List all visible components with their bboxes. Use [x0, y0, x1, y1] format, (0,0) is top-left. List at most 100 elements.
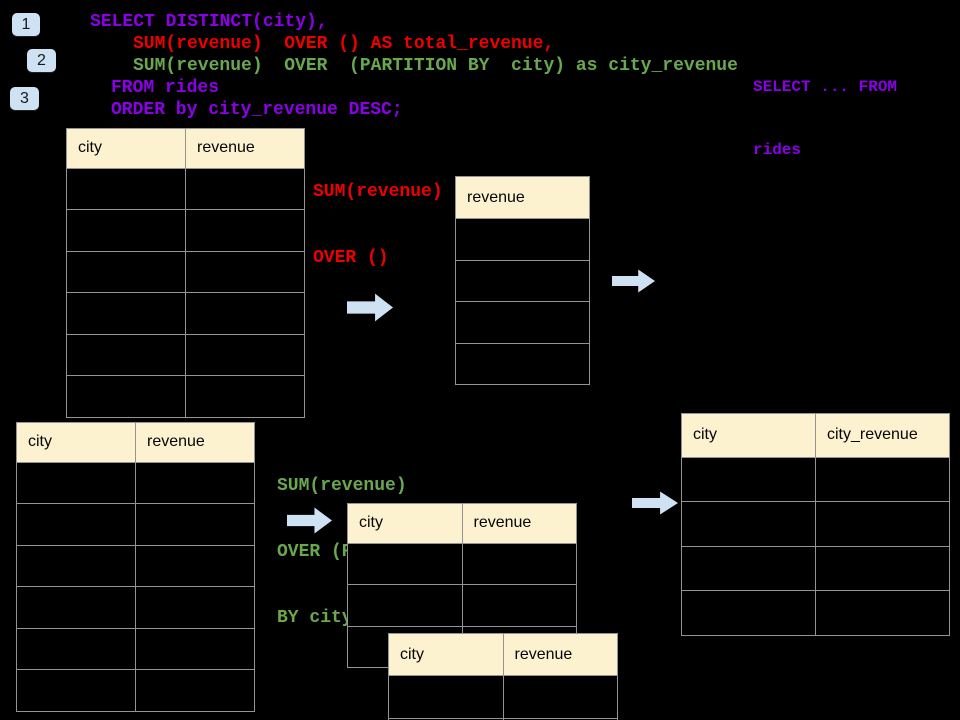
empty-cell: [66, 167, 186, 210]
table-row: [455, 218, 590, 261]
empty-cell: [461, 542, 577, 585]
empty-cell: [815, 456, 950, 502]
empty-cell: [388, 675, 504, 719]
step-2-badge: 2: [27, 49, 56, 72]
empty-cell: [185, 333, 305, 376]
column-header: city: [66, 128, 186, 169]
table-row: [681, 590, 950, 636]
column-header: city: [388, 633, 504, 676]
table-row: [388, 675, 618, 719]
column-header: revenue: [455, 176, 590, 219]
table-row: [16, 461, 255, 504]
column-header: city: [681, 413, 816, 458]
select-from-rides-note: SELECT ... FROM rides: [753, 35, 897, 182]
table-row: [16, 627, 255, 670]
table-grid: revenue: [455, 176, 590, 385]
table-row: [347, 584, 577, 627]
column-header: revenue: [135, 422, 255, 463]
table-row: [66, 375, 305, 418]
sql-line-sum-over-partition: SUM(revenue) OVER (PARTITION BY city) as…: [133, 56, 738, 76]
side-note-line-2: rides: [753, 141, 802, 159]
annotation-line: OVER (): [313, 248, 389, 268]
empty-cell: [135, 627, 255, 670]
table-row: [455, 259, 590, 302]
table-row: [347, 542, 577, 585]
table-row: [681, 456, 950, 502]
empty-cell: [135, 586, 255, 629]
empty-cell: [66, 209, 186, 252]
table-row: [66, 209, 305, 252]
table-row: [16, 503, 255, 546]
table-row: [16, 669, 255, 712]
empty-cell: [681, 456, 816, 502]
table-header-row: revenue: [455, 176, 590, 219]
empty-cell: [185, 375, 305, 418]
empty-cell: [455, 301, 590, 344]
empty-cell: [16, 586, 136, 629]
empty-cell: [135, 503, 255, 546]
empty-cell: [815, 545, 950, 591]
empty-cell: [16, 544, 136, 587]
step-1-badge: 1: [12, 13, 40, 36]
total-revenue-annotation: SUM(revenue) OVER (): [313, 137, 443, 291]
empty-cell: [815, 501, 950, 547]
table-row: [66, 250, 305, 293]
table-row: [16, 586, 255, 629]
empty-cell: [681, 501, 816, 547]
empty-cell: [66, 375, 186, 418]
column-header: revenue: [185, 128, 305, 169]
empty-cell: [502, 675, 618, 719]
empty-cell: [135, 461, 255, 504]
column-header: revenue: [502, 633, 618, 676]
column-header: city_revenue: [815, 413, 950, 458]
table-row: [66, 292, 305, 335]
table-row: [388, 718, 618, 720]
empty-cell: [502, 718, 618, 720]
empty-cell: [461, 584, 577, 627]
empty-cell: [16, 669, 136, 712]
right-arrow-icon: [347, 293, 393, 322]
table-row: [681, 501, 950, 547]
empty-cell: [185, 209, 305, 252]
empty-cell: [815, 590, 950, 636]
right-arrow-icon: [632, 491, 678, 515]
empty-cell: [455, 218, 590, 261]
empty-cell: [16, 503, 136, 546]
right-arrow-icon: [612, 269, 655, 293]
empty-cell: [16, 461, 136, 504]
empty-cell: [66, 333, 186, 376]
table-row: [455, 342, 590, 385]
empty-cell: [135, 544, 255, 587]
empty-cell: [16, 627, 136, 670]
empty-cell: [455, 342, 590, 385]
empty-cell: [135, 669, 255, 712]
empty-cell: [347, 542, 463, 585]
table-row: [66, 167, 305, 210]
empty-cell: [66, 250, 186, 293]
empty-cell: [185, 167, 305, 210]
column-header: revenue: [461, 503, 577, 544]
empty-cell: [347, 584, 463, 627]
table-row: [16, 544, 255, 587]
empty-cell: [455, 259, 590, 302]
total-revenue-table: revenue: [455, 176, 590, 385]
table-row: [681, 545, 950, 591]
column-header: city: [347, 503, 463, 544]
table-row: [455, 301, 590, 344]
empty-cell: [66, 292, 186, 335]
column-header: city: [16, 422, 136, 463]
sql-line-sum-over-total: SUM(revenue) OVER () AS total_revenue,: [133, 34, 555, 54]
